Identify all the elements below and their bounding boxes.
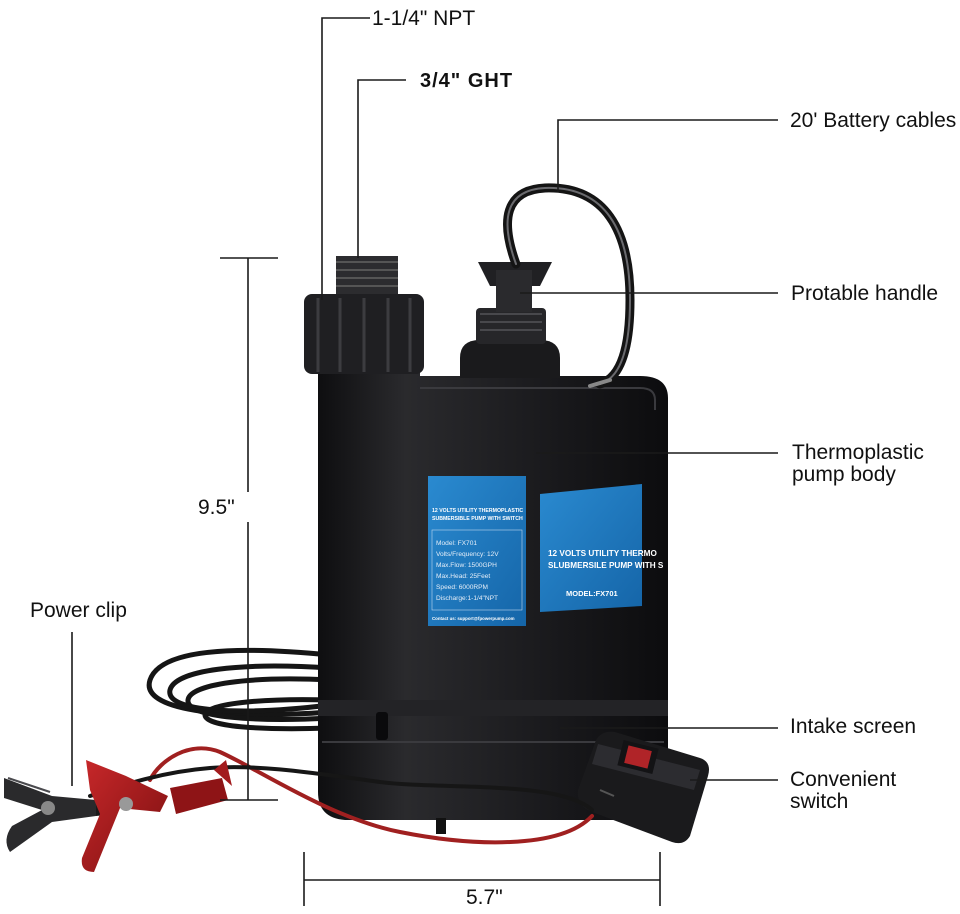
side-model-label: 12 VOLTS UTILITY THERMO SLUBMERSILE PUMP…	[540, 484, 664, 612]
height-dimension	[220, 257, 278, 801]
motor-dome	[460, 262, 560, 378]
handle-callout: Protable handle	[791, 282, 938, 305]
battery-cable-coil	[146, 647, 333, 732]
front-label-spec-1: Volts/Frequency: 12V	[436, 551, 499, 558]
red-power-clip	[81, 760, 232, 872]
side-label-model: MODEL:FX701	[566, 589, 618, 598]
front-label-spec-3: Max.Head: 25Feet	[436, 573, 490, 580]
outlet-nozzle	[304, 256, 424, 374]
callout-leaders	[71, 17, 778, 786]
ght-callout: 3/4" GHT	[420, 70, 513, 92]
battery-cables-callout: 20' Battery cables	[790, 109, 956, 132]
switch-callout-1: Convenient	[790, 768, 896, 791]
front-label-spec-4: Speed: 6000RPM	[436, 584, 488, 591]
front-label-title-2: SUBMERSIBLE PUMP WITH SWITCH	[432, 516, 523, 522]
front-spec-label: 12 VOLTS UTILITY THERMOPLASTIC SUBMERSIB…	[428, 476, 526, 626]
cable-handle-loop	[503, 183, 635, 389]
switch-box	[577, 731, 709, 844]
front-label-contact: Contact us: support@fpowerpump.com	[432, 616, 515, 621]
front-label-spec-2: Max.Flow: 1500GPH	[436, 562, 497, 569]
width-dimension	[303, 852, 661, 906]
height-dimension-label: 9.5"	[198, 496, 235, 519]
width-dimension-label: 5.7"	[466, 886, 503, 909]
intake-screen-callout: Intake screen	[790, 715, 916, 738]
front-label-spec-0: Model: FX701	[436, 540, 477, 547]
front-label-title-1: 12 VOLTS UTILITY THERMOPLASTIC	[432, 508, 523, 514]
side-label-title-2: SLUBMERSILE PUMP WITH S	[548, 561, 664, 570]
front-label-spec-5: Discharge:1-1/4"NPT	[436, 595, 498, 602]
power-clip-callout: Power clip	[30, 599, 127, 622]
switch-callout-2: switch	[790, 790, 848, 813]
side-label-title-1: 12 VOLTS UTILITY THERMO	[548, 549, 658, 558]
pump-body-callout-2: pump body	[792, 463, 896, 486]
pump-body-callout-1: Thermoplastic	[792, 441, 924, 464]
power-cable	[88, 746, 594, 845]
npt-callout: 1-1/4" NPT	[372, 7, 475, 30]
